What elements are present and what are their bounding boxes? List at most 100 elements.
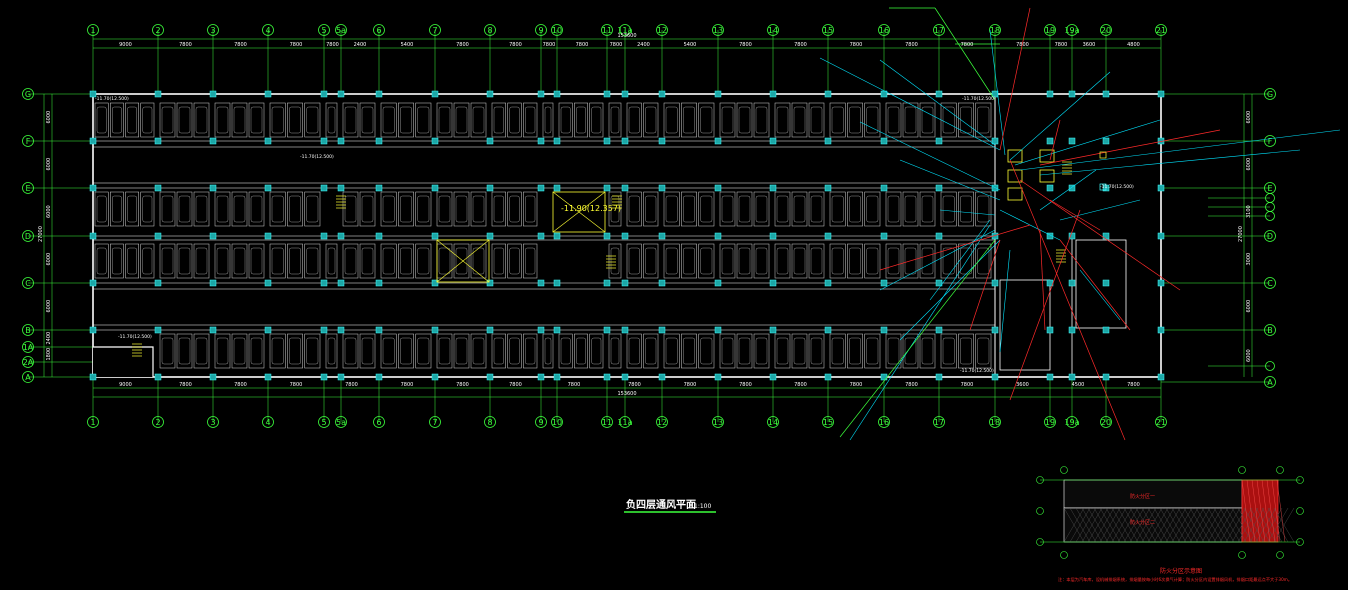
car-outline <box>610 106 620 134</box>
hatch-line <box>1213 507 1235 543</box>
hatch-line <box>1219 507 1241 543</box>
bottom-dimension: 7800 <box>850 382 863 388</box>
hatch-line <box>1135 507 1157 543</box>
structural-column <box>264 279 272 287</box>
hatch-line <box>1093 507 1115 543</box>
parking-stall <box>902 243 919 279</box>
parking-stall <box>847 243 863 279</box>
car-outline <box>455 337 468 365</box>
car-outline <box>472 337 485 365</box>
ramp-elevation-label: -11.90(12.357) <box>561 204 621 213</box>
parking-stall <box>380 102 397 138</box>
parking-stall <box>753 333 770 369</box>
parking-stall <box>325 333 338 369</box>
parking-stall <box>719 333 736 369</box>
structural-column <box>553 232 561 240</box>
parking-stall <box>304 243 321 279</box>
parking-stall <box>808 243 825 279</box>
grid-bubble-right <box>1264 230 1276 242</box>
grid-label-bottom: 11 <box>602 418 612 427</box>
grid-bubble-top <box>619 24 631 36</box>
top-dimension: 7800 <box>179 42 192 48</box>
car-outline <box>810 106 823 134</box>
legend-zone2-rect <box>1063 507 1243 543</box>
bottom-dimension: 4500 <box>1072 382 1085 388</box>
structural-column <box>375 373 383 381</box>
car-outline <box>887 106 900 134</box>
parking-stall <box>791 333 808 369</box>
structural-column <box>714 184 722 192</box>
parking-stall <box>453 243 470 279</box>
car-outline <box>525 195 536 223</box>
structural-column <box>935 90 943 98</box>
parking-stall <box>287 102 303 138</box>
duct-leader-cyan <box>1059 199 1141 221</box>
parking-stall <box>523 102 538 138</box>
parking-stall <box>176 243 193 279</box>
car-outline <box>112 247 122 275</box>
elevation-label: -11.70(12.500) <box>1100 184 1134 190</box>
parking-stall <box>507 102 522 138</box>
parking-stall <box>491 102 506 138</box>
grid-label-bottom: 19a <box>1064 418 1079 427</box>
grid-label-top: 11a <box>617 26 632 35</box>
bottom-dimension: 9000 <box>119 382 132 388</box>
car-outline <box>887 247 900 275</box>
parking-stall <box>663 243 680 279</box>
car-outline <box>628 247 640 275</box>
car-outline <box>250 106 263 134</box>
parking-stall <box>864 333 881 369</box>
car-outline <box>327 247 336 275</box>
parking-stall <box>325 102 338 138</box>
structural-column <box>991 279 999 287</box>
parking-stall <box>491 191 506 227</box>
structural-column <box>1157 90 1165 98</box>
top-dimension: 7800 <box>326 42 339 48</box>
grid-label-bottom: 2 <box>155 418 160 427</box>
car-outline <box>195 337 208 365</box>
structural-column <box>320 279 328 287</box>
bottom-dimension: 7800 <box>961 382 974 388</box>
hatch-line <box>1177 507 1199 543</box>
grid-label-bottom: 7 <box>432 418 437 427</box>
parking-stall <box>453 191 470 227</box>
parking-stall <box>864 102 881 138</box>
elevation-label: -11.70(12.500) <box>95 96 129 102</box>
structural-column <box>603 326 611 334</box>
car-outline <box>233 247 246 275</box>
hatch-line <box>1123 507 1145 543</box>
car-outline <box>665 195 678 223</box>
parking-stall <box>829 243 846 279</box>
parking-stall <box>808 191 825 227</box>
grid-bubble-bottom <box>822 416 834 428</box>
parking-stall <box>248 333 265 369</box>
grid-label-top: 5 <box>321 26 326 35</box>
grid-bubble-left <box>22 356 34 368</box>
structural-column <box>603 90 611 98</box>
structural-column <box>89 137 97 145</box>
structural-column <box>603 232 611 240</box>
right-dimension: 6000 <box>1246 158 1252 171</box>
structural-column <box>714 232 722 240</box>
ramp-cross <box>436 239 490 283</box>
structural-column <box>89 279 97 287</box>
car-outline <box>306 337 319 365</box>
structural-column <box>769 326 777 334</box>
grid-label-bottom: 8 <box>487 418 492 427</box>
structural-column <box>824 184 832 192</box>
parking-stall <box>774 243 791 279</box>
car-outline <box>683 195 695 223</box>
parking-stall <box>287 191 303 227</box>
parking-stall <box>231 102 248 138</box>
parking-stall <box>608 243 622 279</box>
car-outline <box>493 106 504 134</box>
structural-column <box>991 90 999 98</box>
parking-stall <box>94 243 109 279</box>
grid-label-right: E <box>1267 184 1272 193</box>
parking-stall <box>698 243 715 279</box>
parking-stall <box>919 333 936 369</box>
grid-bubble-right <box>1264 88 1276 100</box>
structural-column <box>1102 90 1110 98</box>
car-outline <box>493 337 504 365</box>
